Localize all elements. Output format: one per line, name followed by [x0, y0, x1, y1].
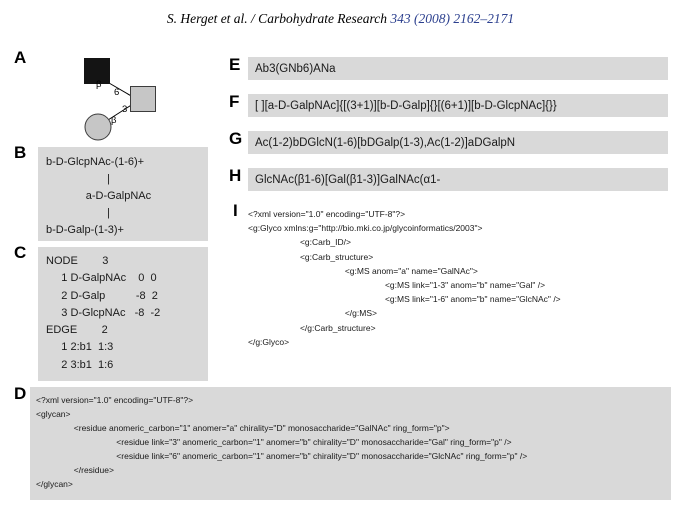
panel-g-bar: Ac(1-2)bDGlcN(1-6)[bDGalp(1-3),Ac(1-2)]a… — [248, 131, 668, 154]
panel-label-f: F — [229, 92, 240, 111]
anomer-label-top: β — [96, 79, 102, 90]
galnac-gray-square-icon — [130, 86, 156, 112]
panel-c-text-box: NODE 3 1 D-GalpNAc 0 0 2 D-Galp -8 2 3 D… — [38, 247, 208, 381]
panel-g-text: Ac(1-2)bDGlcN(1-6)[bDGalp(1-3),Ac(1-2)]a… — [255, 136, 516, 149]
linkage-line-beta6 — [108, 82, 134, 98]
linkage-label-top: 6 — [114, 87, 119, 98]
panel-label-b: B — [14, 143, 27, 162]
gal-gray-circle-icon — [84, 113, 112, 141]
citation-volume-link[interactable]: 343 (2008) 2162–2171 — [390, 11, 515, 26]
panel-label-i: I — [233, 201, 238, 220]
panel-label-g: G — [229, 129, 243, 148]
panel-b-text-box: b-D-GlcpNAc-(1-6)+ | a-D-GalpNAc | b-D-G… — [38, 147, 208, 241]
panel-e-text: Ab3(GNb6)ANa — [255, 62, 336, 75]
citation-text: S. Herget et al. / Carbohydrate Research — [166, 11, 391, 26]
panel-f-text: [ ][a-D-GalpNAc]{[(3+1)][b-D-Galp]{}[(6+… — [255, 99, 557, 112]
panel-e-bar: Ab3(GNb6)ANa — [248, 57, 668, 80]
panel-label-d: D — [14, 384, 27, 403]
panel-f-bar: [ ][a-D-GalpNAc]{[(3+1)][b-D-Galp]{}[(6+… — [248, 94, 668, 117]
panel-d-xml-box: <?xml version="1.0" encoding="UTF-8"?> <… — [30, 387, 671, 500]
running-head: S. Herget et al. / Carbohydrate Research… — [0, 11, 681, 27]
panel-label-a: A — [14, 48, 27, 67]
panel-i-xml-text: <?xml version="1.0" encoding="UTF-8"?> <… — [248, 209, 561, 347]
panel-h-bar: GlcNAc(β1-6)[Gal(β1-3)]GalNAc(α1- — [248, 168, 668, 191]
panel-label-h: H — [229, 166, 242, 185]
linkage-label-bottom: 3 — [122, 104, 127, 115]
linkage-line-beta3 — [107, 103, 134, 121]
glcnac-filled-square-icon — [84, 58, 110, 84]
anomer-label-bottom: β — [111, 115, 117, 126]
panel-h-text: GlcNAc(β1-6)[Gal(β1-3)]GalNAc(α1- — [255, 173, 441, 186]
panel-label-e: E — [229, 55, 241, 74]
glycan-symbol-diagram: β 6 β 3 — [78, 55, 170, 145]
panel-label-c: C — [14, 243, 27, 262]
